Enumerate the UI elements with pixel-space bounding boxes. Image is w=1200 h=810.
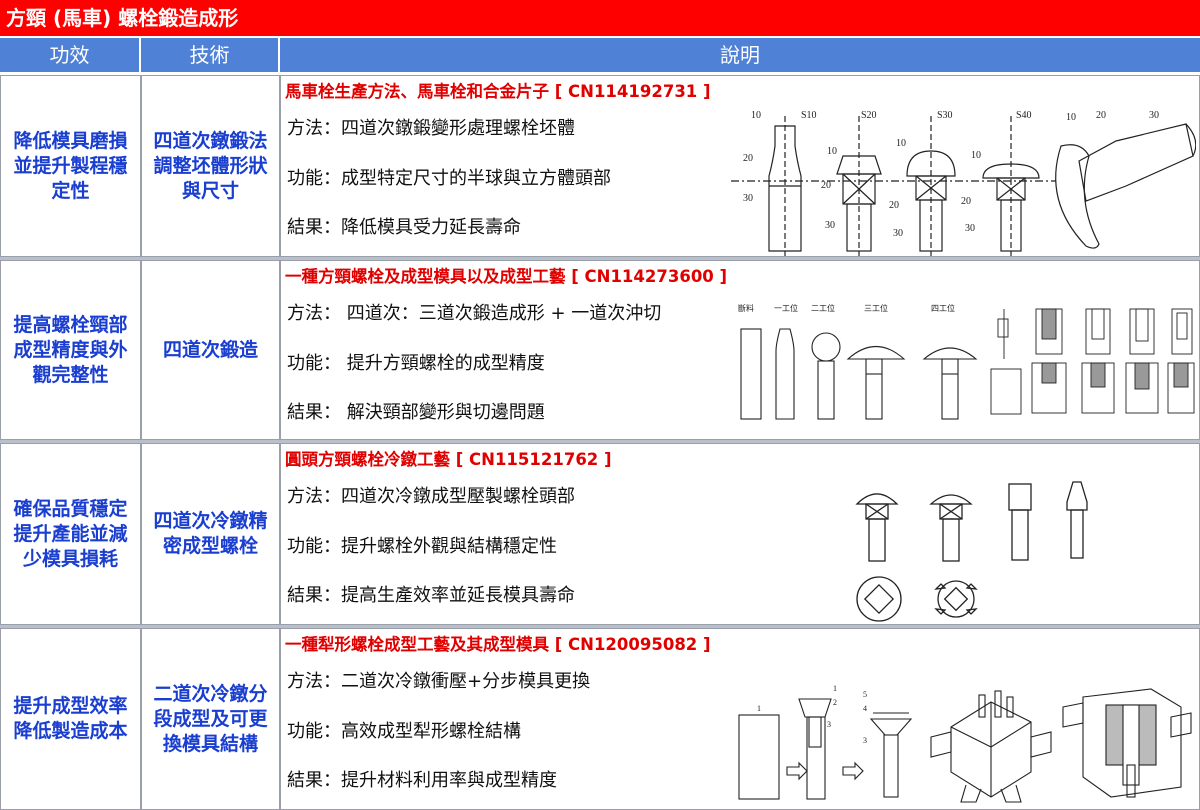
fig2-label-cut: 斷料 <box>738 303 754 313</box>
fig1-label-30c: 30 <box>825 220 835 231</box>
row1-method: 方法：四道次鐓鍛變形處理螺栓坯體 <box>287 118 575 139</box>
row3-description: 圓頭方頸螺栓冷鐓工藝 [ CN115121762 ] 方法：四道次冷鐓成型壓製螺… <box>280 443 1200 625</box>
row4-patent-title: 一種犁形螺栓成型工藝及其成型模具 [ CN120095082 ] <box>285 635 711 654</box>
row2-tech: 四道次鍛造 <box>141 260 280 440</box>
fig1-label-10e: 10 <box>971 150 981 161</box>
fig1-label-20a: 20 <box>743 153 753 164</box>
fig2-label-st1: 一工位 <box>774 303 798 313</box>
row3-result: 結果：提高生產效率並延長模具壽命 <box>287 585 575 606</box>
fig1-label-30d: 30 <box>893 228 903 239</box>
row2-method: 方法： 四道次：三道次鍛造成形 + 一道次沖切 <box>287 303 662 324</box>
row-divider-2 <box>0 440 1200 443</box>
row2-description: 一種方頸螺栓及成型模具以及成型工藝 [ CN114273600 ] 方法： 四道… <box>280 260 1200 440</box>
row4-method: 方法：二道次冷鐓衝壓+分步模具更換 <box>287 671 591 692</box>
fig1-label-20d: 20 <box>889 200 899 211</box>
fig1-label-10d: 10 <box>896 138 906 149</box>
fig1-label-10c: 10 <box>827 146 837 157</box>
header-tech: 技術 <box>141 38 280 72</box>
row1-tech: 四道次鐓鍛法 調整坯體形狀 與尺寸 <box>141 75 280 257</box>
page-title: 方頸 (馬車) 螺栓鍛造成形 <box>0 0 1200 36</box>
fig2-label-st4: 四工位 <box>931 303 955 313</box>
fig4-label-3b: 3 <box>863 736 867 745</box>
row2-function: 功能： 提升方頸螺栓的成型精度 <box>287 353 545 374</box>
fig4-label-1a: 1 <box>757 704 761 713</box>
row1-result: 結果：降低模具受力延長壽命 <box>287 217 521 238</box>
fig2-label-st2: 二工位 <box>811 303 835 313</box>
row2-patent-title: 一種方頸螺栓及成型模具以及成型工藝 [ CN114273600 ] <box>285 267 728 286</box>
fig1-label-30b: 30 <box>1149 110 1159 121</box>
fig1-label-30e: 30 <box>965 223 975 234</box>
row-divider-1 <box>0 257 1200 260</box>
row3-effect: 確保品質穩定 提升產能並減 少模具損耗 <box>0 443 141 625</box>
row3-method: 方法：四道次冷鐓成型壓製螺栓頭部 <box>287 486 575 507</box>
row2-result: 結果： 解決頸部變形與切邊問題 <box>287 402 545 423</box>
fig2-label-st3: 三工位 <box>864 303 888 313</box>
row1-function: 功能：成型特定尺寸的半球與立方體頭部 <box>287 168 611 189</box>
row4-tech: 二道次冷鐓分 段成型及可更 換模具結構 <box>141 628 280 810</box>
fig1-label-20e: 20 <box>961 196 971 207</box>
fig1-label-30a: 30 <box>743 193 753 204</box>
row3-tech: 四道次冷鐓精 密成型螺栓 <box>141 443 280 625</box>
row2-figure: 斷料 一工位 二工位 三工位 四工位 <box>736 299 1196 424</box>
row1-patent-title: 馬車栓生產方法、馬車栓和合金片子 [ CN114192731 ] <box>285 82 711 101</box>
fig1-label-20c: 20 <box>821 180 831 191</box>
fig4-label-2: 2 <box>833 698 837 707</box>
fig1-label-s10: S10 <box>801 110 817 121</box>
row1-effect: 降低模具磨損 並提升製程穩 定性 <box>0 75 141 257</box>
fig4-label-3a: 3 <box>827 720 831 729</box>
fig1-label-s20: S20 <box>861 110 877 121</box>
row1-figure: 10 S10 S20 S30 S40 10 20 30 20 30 10 20 … <box>731 106 1196 256</box>
row4-effect: 提升成型效率 降低製造成本 <box>0 628 141 810</box>
row3-figure <box>841 474 1101 622</box>
header-effect: 功效 <box>0 38 141 72</box>
row-divider-3 <box>0 625 1200 628</box>
fig1-label-10b: 10 <box>1066 112 1076 123</box>
row2-effect: 提高螺栓頸部 成型精度與外 觀完整性 <box>0 260 141 440</box>
fig1-label-s40: S40 <box>1016 110 1032 121</box>
row1-description: 馬車栓生產方法、馬車栓和合金片子 [ CN114192731 ] 方法：四道次鐓… <box>280 75 1200 257</box>
row3-function: 功能：提升螺栓外觀與結構穩定性 <box>287 536 557 557</box>
row3-patent-title: 圓頭方頸螺栓冷鐓工藝 [ CN115121762 ] <box>285 450 612 469</box>
fig1-label-20b: 20 <box>1096 110 1106 121</box>
row4-description: 一種犁形螺栓成型工藝及其成型模具 [ CN120095082 ] 方法：二道次冷… <box>280 628 1200 810</box>
fig1-label-s30: S30 <box>937 110 953 121</box>
fig4-label-4: 4 <box>863 704 867 713</box>
row4-result: 結果：提升材料利用率與成型精度 <box>287 770 557 791</box>
fig4-label-1b: 1 <box>833 684 837 693</box>
row4-function: 功能：高效成型犁形螺栓結構 <box>287 721 521 742</box>
row4-figure: 1 1 2 3 5 4 3 <box>731 677 1196 807</box>
header-desc: 說明 <box>280 38 1200 72</box>
fig1-label-10a: 10 <box>751 110 761 121</box>
fig4-label-5: 5 <box>863 690 867 699</box>
